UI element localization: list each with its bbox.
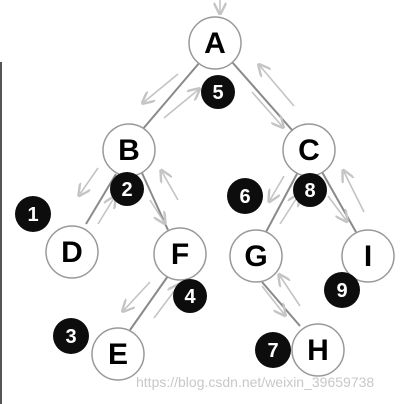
edge-b-d xyxy=(85,173,117,225)
node-label: C xyxy=(298,134,320,167)
badge-3: 3 xyxy=(53,318,89,354)
badge-label: 2 xyxy=(121,179,132,201)
traversal-arrows xyxy=(80,0,365,318)
arrow-h-to-g xyxy=(280,276,301,307)
badge-8: 8 xyxy=(293,173,327,207)
badge-7: 7 xyxy=(255,332,291,368)
node-b: B xyxy=(102,123,156,177)
edge-c-i xyxy=(321,171,357,233)
arrow-f-to-e xyxy=(124,281,151,310)
badge-5: 5 xyxy=(201,75,235,109)
arrow-i-to-c xyxy=(344,172,365,213)
arrow-d-to-b xyxy=(97,198,114,225)
nodes: A B C D F G I xyxy=(45,16,395,381)
node-label: A xyxy=(204,27,226,60)
badge-label: 3 xyxy=(65,326,76,348)
node-e: E xyxy=(91,327,145,381)
edge-g-h xyxy=(261,281,301,327)
node-label: H xyxy=(307,334,329,367)
edge-a-c xyxy=(231,61,293,131)
badge-label: 4 xyxy=(184,286,196,308)
badge-label: 8 xyxy=(304,180,315,202)
node-d: D xyxy=(45,225,99,279)
node-i: I xyxy=(341,229,395,283)
node-label: E xyxy=(108,338,128,371)
arrow-c-to-g xyxy=(270,175,285,200)
badge-1: 1 xyxy=(15,196,51,232)
arrow-g-to-h xyxy=(261,285,284,314)
node-label: D xyxy=(61,236,83,269)
arrow-c-to-a xyxy=(260,66,295,107)
badge-label: 1 xyxy=(27,204,38,226)
badge-label: 5 xyxy=(212,82,223,104)
node-label: F xyxy=(171,238,189,271)
node-a: A xyxy=(188,16,242,70)
order-badges: 1 2 3 4 5 6 7 xyxy=(15,75,360,368)
edge-c-g xyxy=(265,171,299,233)
left-border-line xyxy=(0,62,2,404)
watermark-url: https://blog.csdn.net/weixin_39659738 xyxy=(136,374,375,390)
badge-label: 7 xyxy=(267,340,278,362)
node-label: G xyxy=(244,240,267,273)
node-g: G xyxy=(229,229,283,283)
arrow-b-to-f xyxy=(149,199,164,222)
badge-9: 9 xyxy=(324,272,360,308)
arrow-c-to-i xyxy=(327,195,346,220)
node-f: F xyxy=(153,227,207,281)
node-label: B xyxy=(118,134,140,167)
badge-6: 6 xyxy=(227,178,263,214)
arrow-a-to-c xyxy=(251,91,282,126)
node-label: I xyxy=(364,240,372,273)
badge-label: 9 xyxy=(336,280,347,302)
arrow-b-to-d xyxy=(80,167,99,194)
node-h: H xyxy=(291,323,345,377)
arrow-b-to-a xyxy=(163,90,198,119)
badge-4: 4 xyxy=(173,279,207,313)
arrow-a-to-b xyxy=(144,73,179,102)
edge-a-b xyxy=(141,61,201,131)
arrow-f-to-b xyxy=(162,172,179,201)
badge-label: 6 xyxy=(239,186,250,208)
node-c: C xyxy=(282,123,336,177)
badge-2: 2 xyxy=(110,172,144,206)
arrow-g-to-c xyxy=(279,196,298,225)
edge-f-e xyxy=(129,275,169,331)
